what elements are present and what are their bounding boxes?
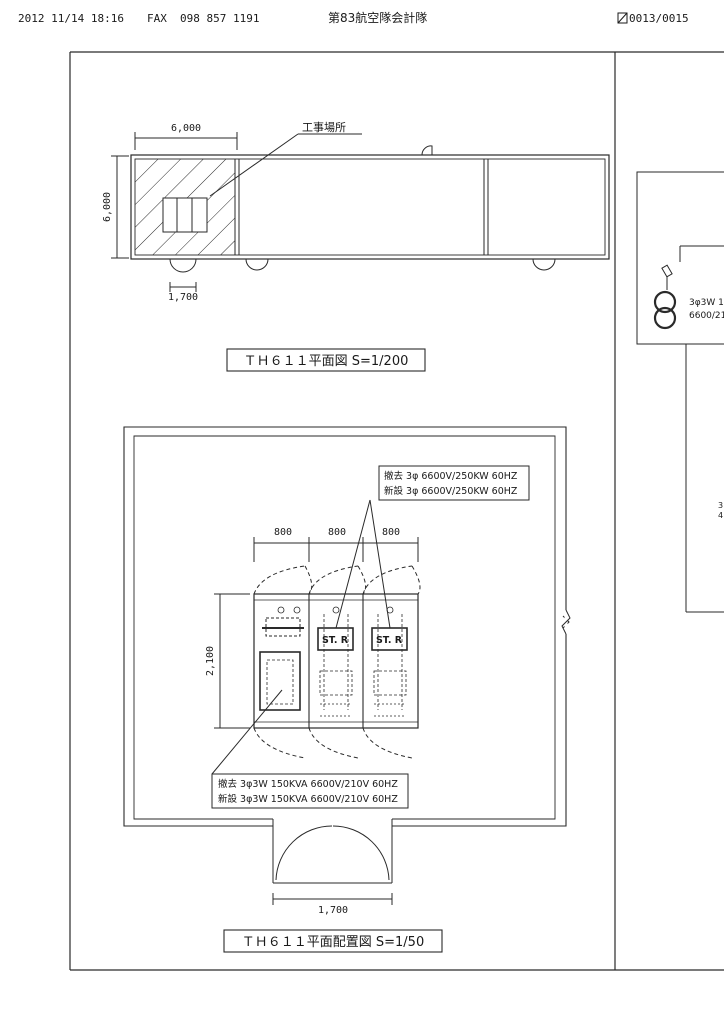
fax-datetime: 2012 11/14 18:16 [18, 12, 124, 25]
layout-door-dim: 1,700 [318, 905, 348, 916]
side-panel-box [636, 171, 724, 345]
floor-plan-width-dim: 6,000 [171, 123, 201, 134]
floor-plan-door-mid [245, 258, 269, 271]
fax-page-counter: 0013/0015 [629, 12, 689, 25]
layout-dim-top-3: 800 [382, 527, 400, 538]
side-transformer-spec-1: 3φ3W 1 [689, 298, 724, 308]
fax-number: 098 857 1191 [180, 12, 259, 25]
layout-dim-top-1: 800 [274, 527, 292, 538]
motor-note-box [378, 465, 530, 501]
starter-box-1 [317, 627, 354, 651]
panel-1-transformer [259, 606, 304, 711]
layout-plan-title-box [223, 929, 443, 953]
drawing-frame [69, 51, 724, 971]
transformer-note-box [211, 773, 409, 809]
transformer-note-remove: 撤去 3φ3W 150KVA 6600V/210V 60HZ [218, 778, 398, 790]
panel-door-swings [253, 565, 421, 595]
side-partial-text-1: 3 [718, 501, 723, 510]
starter-label-2: ST. R [376, 635, 403, 646]
work-site-label: 工事場所 [302, 121, 346, 134]
layout-plan: 1,700 800 800 800 2,100 [123, 426, 571, 953]
panel-door-swings-bottom [253, 727, 413, 759]
side-partial-text-2: 4 [718, 511, 723, 520]
equipment-outline [162, 197, 208, 233]
floor-plan-door-left [169, 258, 197, 273]
floor-plan-title-box [226, 348, 426, 372]
transformer-box [259, 651, 301, 711]
fax-header: 2012 11/14 18:16 FAX 098 857 1191 第83航空隊… [18, 10, 689, 25]
floor-plan-height-dim: 6,000 [102, 192, 113, 222]
panel-2-starter: ST. R [317, 606, 354, 717]
side-diagram: 3φ3W 1 6600/21 3 4 [636, 171, 724, 613]
layout-dim-top-2: 800 [328, 527, 346, 538]
floor-plan-door-right [532, 258, 556, 271]
layout-plan-title: ＴＨ６１１平面配置図 S=1/50 [242, 935, 424, 950]
fax-label: FAX [147, 12, 167, 25]
fax-page-icon [617, 12, 628, 24]
motor-note-new: 新設 3φ 6600V/250KW 60HZ [384, 485, 518, 497]
transformer-symbol-secondary [653, 306, 677, 330]
door-swing-right [332, 825, 390, 881]
switchgear-panels [253, 593, 419, 729]
floor-plan: 6,000 6,000 工事場所 [102, 121, 610, 372]
floor-plan-title: ＴＨ６１１平面図 S=1/200 [244, 354, 409, 369]
side-transformer-spec-2: 6600/21 [689, 311, 724, 321]
transformer-symbol-primary [653, 290, 677, 314]
motor-note-remove: 撤去 3φ 6600V/250KW 60HZ [384, 470, 518, 482]
layout-dim-height: 2,100 [205, 646, 216, 676]
starter-label-1: ST. R [322, 635, 349, 646]
floor-plan-door-dim: 1,700 [168, 292, 198, 303]
door-swing-left [275, 825, 333, 881]
panel-3-starter: ST. R [371, 606, 408, 717]
transformer-note-new: 新設 3φ3W 150KVA 6600V/210V 60HZ [218, 793, 398, 805]
fax-sender: 第83航空隊会計隊 [328, 10, 427, 25]
